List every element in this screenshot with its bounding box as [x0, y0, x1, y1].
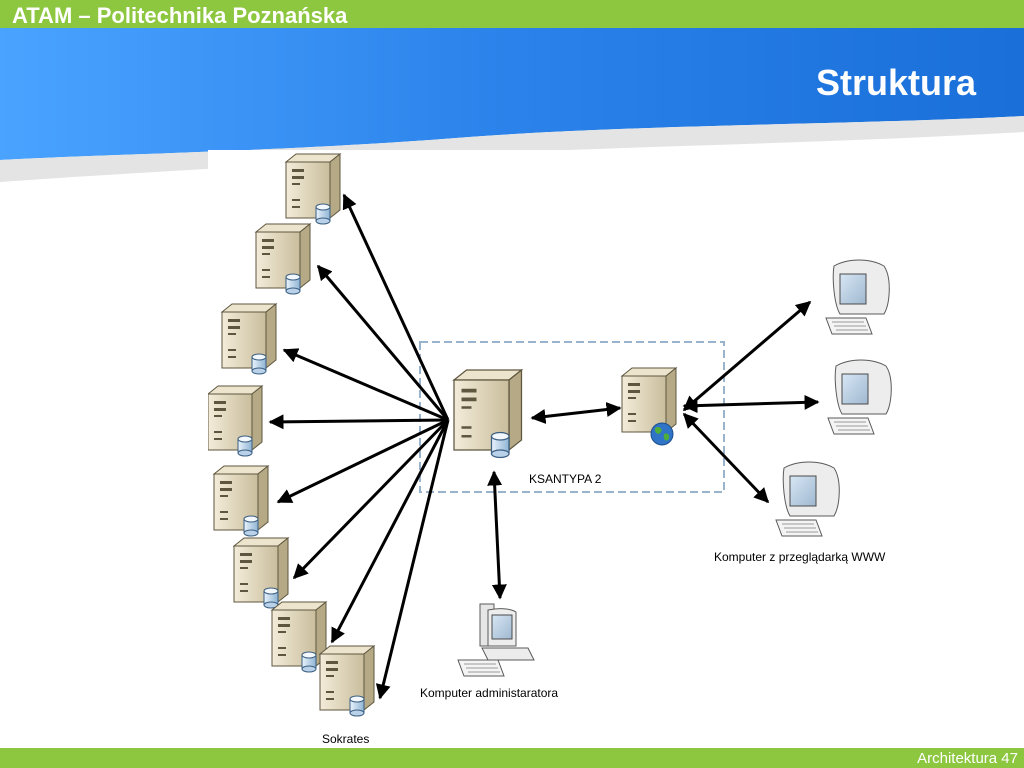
sokrates-label: Sokrates [322, 732, 370, 746]
database-server-icon [208, 385, 263, 457]
footer-text: Architektura 47 [917, 750, 1018, 767]
database-server-icon [221, 303, 277, 375]
brand-title: ATAM – Politechnika Poznańska [12, 3, 348, 28]
browser-links [682, 300, 820, 504]
central-server-icon [453, 369, 523, 459]
link-admin [487, 470, 507, 600]
web-server-icon [621, 367, 677, 446]
database-server-icon [319, 645, 375, 717]
slide-title: Struktura [815, 62, 976, 103]
central-server-label: KSANTYPA 2 [529, 472, 602, 486]
database-server-icon [255, 223, 311, 295]
browser-computer-label: Komputer z przeglądarką WWW [714, 550, 886, 564]
database-server-icon [213, 465, 269, 537]
database-links [268, 193, 450, 700]
admin-computer-icon [457, 603, 535, 677]
database-server-icon [271, 601, 327, 673]
database-server-icon [285, 153, 341, 225]
diagram-canvas [208, 153, 892, 717]
computer-icon [827, 359, 892, 435]
computer-icon [775, 461, 840, 537]
admin-computer-label: Komputer administaratora [420, 686, 559, 700]
architecture-diagram: KSANTYPA 2 Komputer z przeglądarką WWW K… [208, 150, 918, 750]
link-web-server [530, 402, 622, 424]
computer-icon [825, 259, 890, 335]
top-bar: ATAM – Politechnika Poznańska [0, 0, 1024, 30]
bottom-bar: Architektura 47 [0, 748, 1024, 768]
database-server-icon [233, 537, 289, 609]
